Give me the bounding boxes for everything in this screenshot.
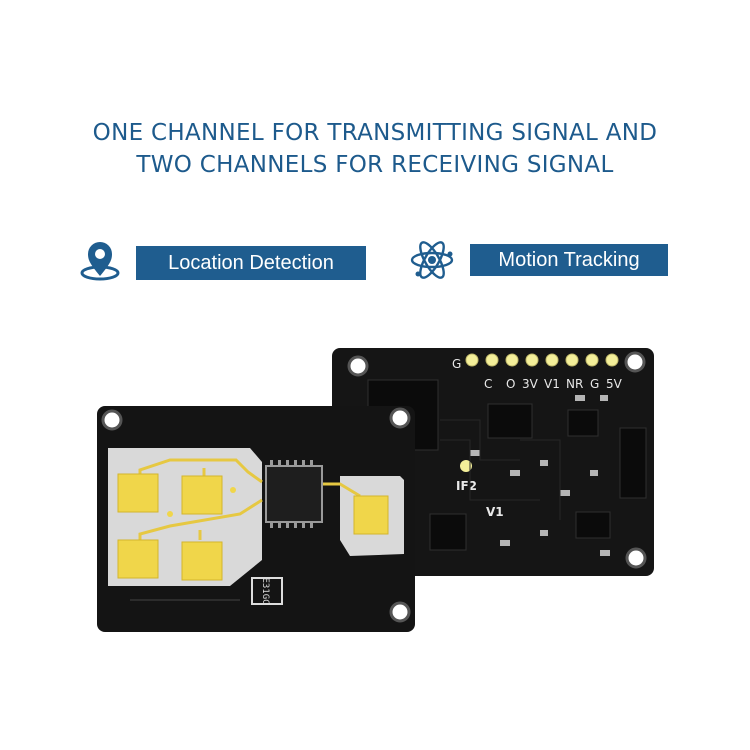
pin-label: 3V bbox=[522, 377, 539, 391]
pin-labels: G C O 3V V1 NR G 5V bbox=[452, 357, 623, 391]
pin-label: G bbox=[452, 357, 461, 371]
motion-tracking-badge: Motion Tracking bbox=[470, 244, 668, 276]
headline: ONE CHANNEL FOR TRANSMITTING SIGNAL AND … bbox=[0, 117, 750, 181]
radar-module-boards: G C O 3V V1 NR G 5V IF2 V1 bbox=[97, 348, 654, 632]
headline-line-2: TWO CHANNELS FOR RECEIVING SIGNAL bbox=[136, 152, 614, 178]
pin-label: G bbox=[590, 377, 599, 391]
pin-label: O bbox=[506, 377, 515, 391]
motion-tracking-label: Motion Tracking bbox=[498, 248, 640, 271]
pin-label: 5V bbox=[606, 377, 623, 391]
location-pin-icon bbox=[80, 242, 120, 281]
pin-label: V1 bbox=[544, 377, 560, 391]
silkscreen-if2: IF2 bbox=[456, 479, 477, 493]
location-detection-badge: Location Detection bbox=[136, 246, 366, 280]
location-detection-label: Location Detection bbox=[168, 251, 334, 274]
silkscreen-v1: V1 bbox=[486, 505, 504, 519]
atom-icon bbox=[410, 241, 454, 279]
pin-label: C bbox=[484, 377, 492, 391]
pin-label: NR bbox=[566, 377, 583, 391]
front-board: E31GC bbox=[97, 406, 415, 632]
headline-line-1: ONE CHANNEL FOR TRANSMITTING SIGNAL AND bbox=[92, 120, 658, 146]
silkscreen-e31gc: E31GC bbox=[260, 577, 270, 604]
